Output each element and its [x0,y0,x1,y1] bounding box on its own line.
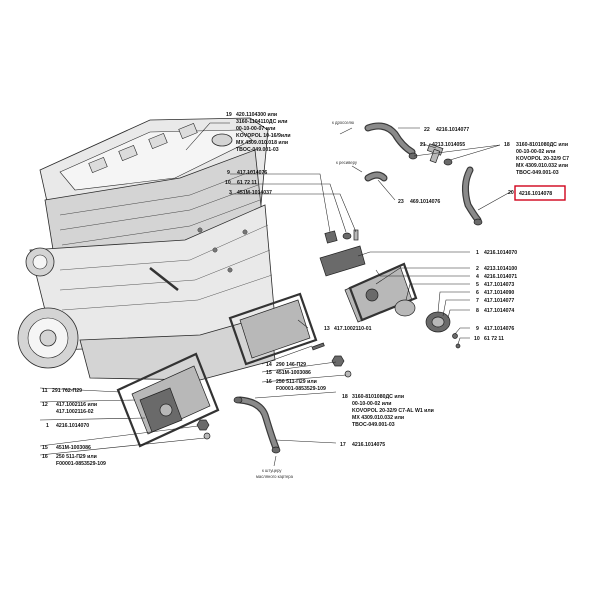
callout-part-label: 417.1002116-02 [56,409,94,415]
note-to-receiver: к ресиверу [336,160,358,165]
callout-number: 16 [42,454,48,460]
note-to-throttle: к дросселю [332,120,354,125]
callout-part-label: 00-10-00-07 или [236,126,275,132]
callout-part-label: 250 511-П29 или [276,379,317,385]
callout-number: 6 [476,290,479,296]
highlighted-part-label: 4216.1014078 [519,191,552,197]
callout-part-label: 451M-1003086 [276,370,311,376]
callout-number: 7 [476,298,479,304]
callout-number: 9 [476,326,479,332]
callout-number: 8 [476,308,479,314]
direction-notes: к дросселю к ресиверу к штуцеру масляног… [256,120,363,479]
callout-part-label: 4216.1014070 [56,423,89,429]
callout-part-label: F00001-0853529-109 [56,461,106,467]
callout-number: 4 [476,274,479,280]
arrow-icon [273,455,277,467]
callout-part-label: TBOC-049.001-03 [236,147,279,153]
callout-part-label: 417.1014090 [484,290,514,296]
callout-number: 15 [266,370,272,376]
callout-part-label: 61 72 11 [484,336,504,342]
callout-number: 15 [42,445,48,451]
callout-number: 10 [474,336,480,342]
arrow-icon [351,165,363,173]
engine-illustration [17,117,276,381]
callout-number: 22 [424,127,430,133]
callout-part-label: 417.1002116 или [56,402,97,408]
callout-number: 18 [342,394,348,400]
callout-part-label: F00001-0853529-109 [276,386,326,392]
callout-part-label: 417.1014073 [484,282,514,288]
callout-part-label: 250 511-П29 или [56,454,97,460]
callout-part-label: KOVOPOL 20-32/9 C7 [516,156,569,162]
callout-number: 16 [266,379,272,385]
callout-number: 20 [508,190,514,196]
callout-part-label: 420.1104300 или [236,112,277,118]
callout-part-label: 3160-1104110ДС или [236,119,287,125]
callout-number: 23 [398,199,404,205]
callout-part-label: 4213.1014055 [432,142,465,148]
callout-part-label: TBOC-049.001-03 [352,422,395,428]
callout-number: 1 [476,250,479,256]
callout-part-label: 4216.1014075 [352,442,385,448]
callout-part-label: 291 762-П29 [52,388,82,394]
callouts: 19 420.1104300 или 3160-1104110ДС или 00… [42,112,569,467]
callout-number: 9 [227,170,230,176]
callout-number: 13 [324,326,330,332]
callout-part-label: 4216.1014071 [484,274,517,280]
callout-part-label: 3160-8101080ДС или [352,394,404,400]
callout-part-label: 00-10-00-02 или [352,401,391,407]
callout-part-label: MX 4309.010.032 или [352,415,404,421]
callout-number: 19 [226,112,232,118]
callout-part-label: 451M-1003086 [56,445,91,451]
callout-part-label: 417.1002110-01 [334,326,372,332]
callout-number: 21 [420,142,426,148]
callout-part-label: 4213.1014100 [484,266,517,272]
callout-part-label: MX 4309.010.018 или [236,140,288,146]
callout-number: 12 [42,402,48,408]
callout-part-label: 290 146-П29 [276,362,306,368]
callout-part-label: 417.1014077 [484,298,514,304]
callout-number: 18 [504,142,510,148]
callout-part-label: 00-10-00-02 или [516,149,555,155]
callout-part-label: 417.1014074 [484,308,514,314]
callout-number: 2 [476,266,479,272]
callout-part-label: 4216.1014070 [484,250,517,256]
leader-lines [39,122,513,456]
callout-part-label: 4216.1014077 [436,127,469,133]
highlight-box [514,185,566,201]
callout-part-label: KOVOPOL 20-32/9 C7-AL W1 или [352,408,434,414]
callout-part-label: 417.1014076 [237,170,267,176]
parts-illustration [116,122,483,454]
callout-number: 10 [225,180,231,186]
callout-number: 14 [266,362,272,368]
callout-number: 5 [476,282,479,288]
callout-part-label: 417.1014076 [484,326,514,332]
callout-part-label: 451M-1014037 [237,190,272,196]
callout-number: 11 [42,388,48,394]
arrow-icon [339,127,353,135]
callout-part-label: 61 72 11 [237,180,257,186]
callout-part-label: KOVOPOL 10-16/9или [236,133,291,139]
note-to-sump-line1: к штуцеру [262,468,282,473]
callout-part-label: TBOC-049.001-03 [516,170,559,176]
callout-number: 1 [46,423,49,429]
callout-number: 17 [340,442,346,448]
callout-part-label: MX 4309.010.032 или [516,163,568,169]
callout-part-label: 469.1014076 [410,199,440,205]
callout-part-label: 3160-8101080ДС или [516,142,568,148]
callout-number: 3 [229,190,232,196]
note-to-sump-line2: масляного картера [256,474,294,479]
